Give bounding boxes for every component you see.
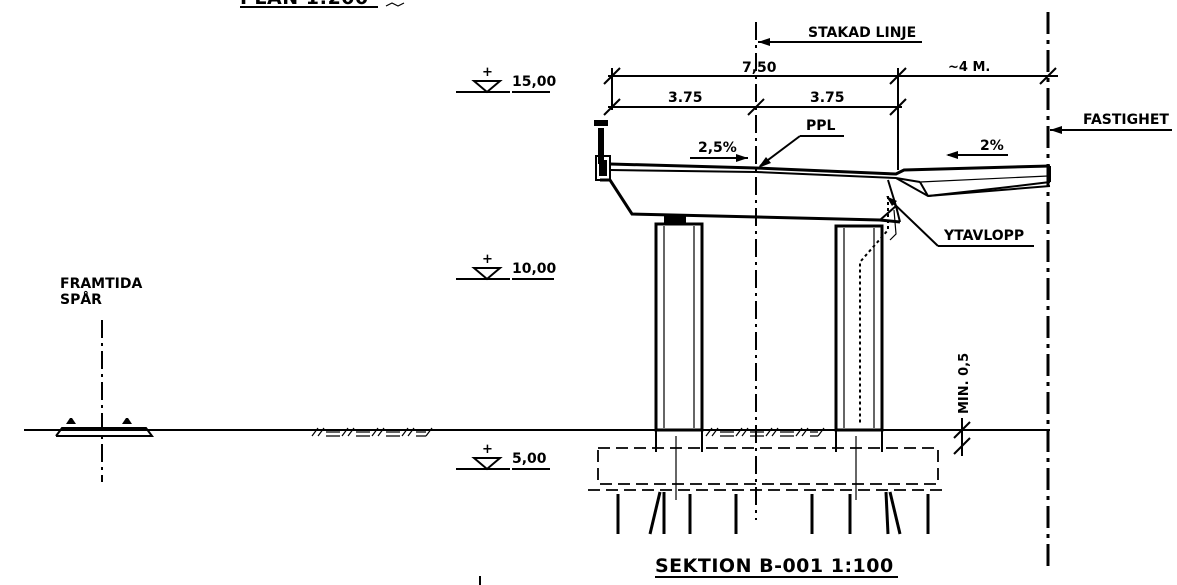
drain-callout: YTAVLOPP	[886, 196, 1034, 247]
bridge-deck	[600, 162, 1051, 224]
section-title: SEKTION B-001 1:100	[655, 555, 898, 578]
right-column	[834, 196, 897, 452]
piles	[616, 491, 930, 535]
slope-left: 2,5%	[690, 140, 748, 162]
property-label: FASTIGHET	[1083, 112, 1169, 128]
level-marker-3-symbol: +	[482, 442, 493, 457]
future-track-line1: FRAMTIDA	[60, 276, 142, 292]
foundation	[588, 436, 948, 500]
plan-title-text: PLAN 1:200	[240, 0, 369, 9]
drain-label: YTAVLOPP	[943, 228, 1024, 244]
dim-total-width: 7,50	[742, 60, 777, 76]
level-marker-3-value: 5,00	[512, 451, 547, 467]
dimension-top: 7,50 ~4 M.	[603, 60, 1058, 170]
centerline-callout: STAKAD LINJE	[758, 25, 922, 46]
ppl-label: PPL	[806, 118, 836, 134]
dim-to-property: ~4 M.	[948, 60, 990, 75]
rail-track	[55, 418, 154, 437]
level-marker-2-symbol: +	[482, 252, 493, 267]
property-callout: FASTIGHET	[1050, 112, 1172, 134]
left-column	[654, 216, 704, 452]
dim-left-half: 3.75	[668, 90, 703, 106]
railing	[594, 120, 611, 181]
section-title-text: SEKTION B-001 1:100	[655, 555, 894, 577]
slope-right: 2%	[946, 138, 1008, 159]
ground-hatching-center	[705, 427, 825, 437]
slope-right-label: 2%	[980, 138, 1004, 154]
level-marker-1-value: 15,00	[512, 74, 557, 90]
level-marker-2: + 10,00	[456, 252, 557, 281]
level-marker-3: + 5,00	[456, 442, 550, 471]
min-clearance-dim: MIN. 0,5	[953, 353, 972, 456]
level-marker-1: + 15,00	[456, 65, 557, 94]
dim-right-half: 3.75	[810, 90, 845, 106]
level-marker-2-value: 10,00	[512, 261, 557, 277]
plan-title-partial: PLAN 1:200	[240, 0, 405, 9]
centerline-label: STAKAD LINJE	[808, 25, 916, 41]
future-track-line2: SPÅR	[60, 291, 102, 308]
ground-hatching-left	[311, 427, 433, 437]
future-track-label: FRAMTIDA SPÅR	[60, 276, 142, 308]
dimension-second: 3.75 3.75	[603, 90, 907, 116]
level-marker-1-symbol: +	[482, 65, 493, 80]
slope-left-label: 2,5%	[698, 140, 737, 156]
ppl-callout: PPL	[758, 118, 844, 168]
min-clearance-label: MIN. 0,5	[957, 353, 972, 414]
